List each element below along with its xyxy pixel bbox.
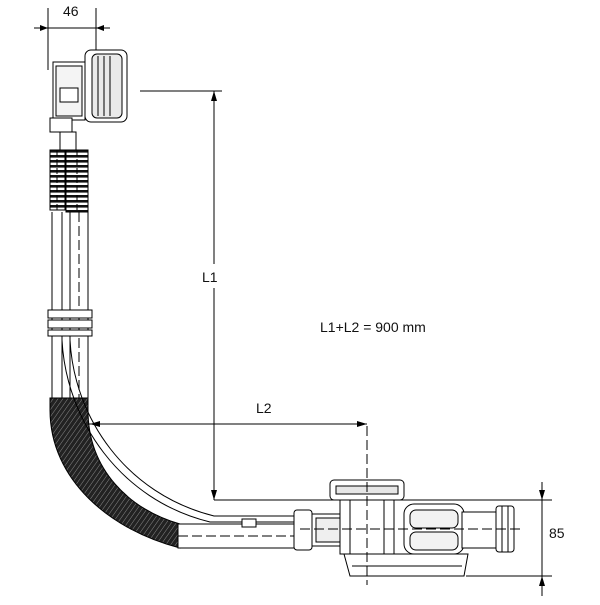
dimension-label-l2: L2 <box>256 400 272 416</box>
coiled-hoses <box>49 149 89 213</box>
dimension-46: 46 <box>34 3 110 70</box>
dimension-l1: L1 <box>140 90 222 500</box>
pipe-bend <box>49 397 181 549</box>
waste-trap <box>293 479 515 577</box>
length-formula: L1+L2 = 900 mm <box>320 319 426 335</box>
horizontal-pipe <box>177 518 299 549</box>
dimension-85: 85 <box>214 482 565 596</box>
dimension-l2: L2 <box>88 400 367 427</box>
vertical-pipe <box>47 212 93 398</box>
overflow-head <box>49 49 128 153</box>
dimension-label-85: 85 <box>549 525 565 541</box>
dimension-label-46: 46 <box>63 3 79 19</box>
bowden-cable <box>61 339 300 523</box>
dimension-label-l1: L1 <box>202 269 218 285</box>
